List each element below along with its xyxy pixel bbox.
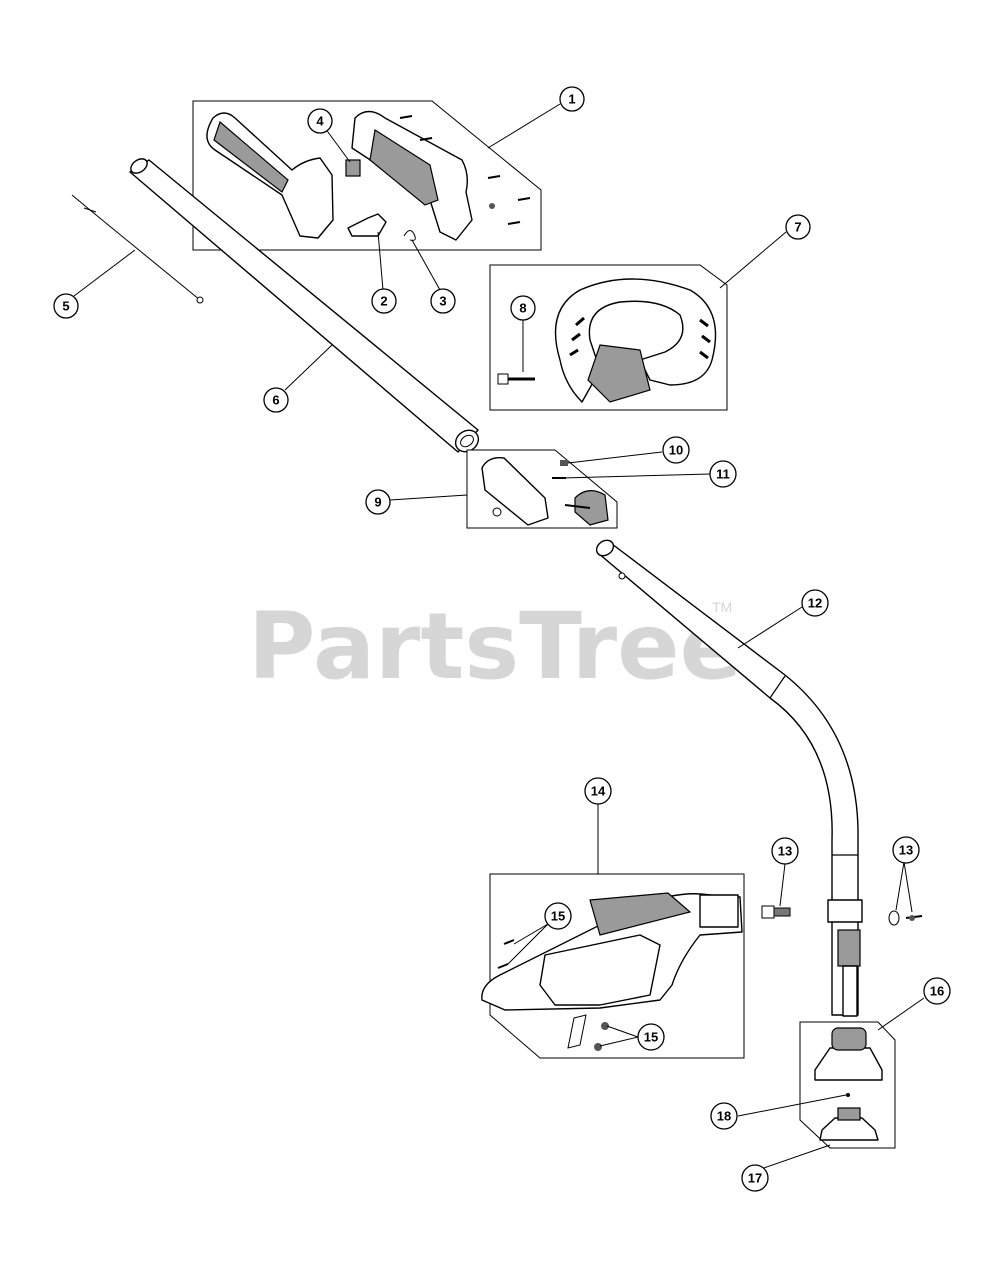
throttle-cable — [71, 194, 204, 304]
bolt-part-13-left — [761, 905, 791, 919]
coupler-nut — [492, 507, 502, 517]
housing-interior — [369, 129, 439, 206]
screw-part-10 — [560, 460, 568, 466]
callout-15-top: 15 — [544, 902, 572, 930]
bump-knob-cap — [837, 1107, 861, 1121]
knob-screw — [564, 504, 591, 509]
upper-shaft-tube — [129, 158, 480, 453]
svg-text:1: 1 — [568, 92, 575, 107]
trigger-part-2 — [347, 213, 387, 237]
guard-mount — [699, 894, 739, 928]
callout-18: 18 — [710, 1102, 738, 1130]
coupler-knob — [574, 490, 609, 526]
rear-grip-shading — [213, 120, 289, 193]
callout-1: 1 — [559, 86, 585, 112]
leader-lines — [73, 103, 925, 1171]
spool-hub — [831, 1027, 867, 1051]
callout-14: 14 — [584, 777, 612, 805]
switch-part-4 — [345, 159, 361, 177]
callout-5: 5 — [53, 293, 79, 319]
watermark-tm: TM — [712, 599, 732, 615]
svg-text:6: 6 — [272, 393, 279, 408]
svg-text:13: 13 — [778, 844, 792, 859]
callout-13-left: 13 — [771, 837, 799, 865]
guard-inner-face — [539, 934, 661, 1006]
svg-text:14: 14 — [591, 784, 606, 799]
coupler-body — [481, 457, 549, 526]
svg-text:4: 4 — [316, 114, 324, 129]
callout-4: 4 — [307, 108, 333, 134]
handle-housing-assembly[interactable] — [192, 100, 542, 251]
svg-text:2: 2 — [380, 294, 387, 309]
svg-text:15: 15 — [551, 909, 565, 924]
callout-9: 9 — [365, 489, 391, 515]
svg-text:16: 16 — [930, 984, 944, 999]
svg-text:13: 13 — [899, 843, 913, 858]
callout-8: 8 — [510, 295, 536, 321]
washer-screw-part-13-right — [888, 910, 923, 926]
spring-part-3 — [403, 230, 416, 241]
callout-11: 11 — [709, 460, 737, 488]
svg-text:10: 10 — [669, 443, 683, 458]
bolt-part-8 — [497, 373, 535, 385]
guard-top-shading — [589, 892, 692, 936]
callout-10: 10 — [662, 436, 690, 464]
callout-16: 16 — [923, 977, 951, 1005]
guard-assembly[interactable] — [481, 873, 745, 1059]
drive-shaft-end — [842, 965, 858, 1017]
assist-handle-grip-ridges — [569, 316, 711, 360]
svg-text:3: 3 — [439, 294, 446, 309]
lower-curved-shaft — [595, 539, 863, 1017]
svg-text:15: 15 — [644, 1030, 658, 1045]
callout-15-bottom: 15 — [637, 1023, 665, 1051]
watermark-text: PartsTree — [248, 593, 742, 700]
svg-text:5: 5 — [62, 299, 69, 314]
shaft-gear-head — [837, 929, 861, 967]
guard-fasteners-part-15 — [497, 939, 609, 1051]
housing-screws — [399, 115, 531, 225]
svg-text:7: 7 — [794, 220, 801, 235]
bump-knob-part-17 — [819, 1117, 879, 1141]
callout-13-right: 13 — [892, 836, 920, 864]
assist-handle-assembly[interactable] — [489, 264, 728, 411]
trimmer-head-assembly[interactable] — [799, 1021, 896, 1149]
callout-17: 17 — [741, 1164, 769, 1192]
spool-housing-top — [814, 1047, 883, 1081]
watermark: PartsTree TM — [248, 593, 742, 700]
svg-text:18: 18 — [717, 1109, 731, 1124]
callout-7: 7 — [785, 214, 811, 240]
spool-part-18 — [846, 1093, 850, 1097]
shaft-clamp — [827, 899, 863, 923]
svg-text:12: 12 — [808, 596, 822, 611]
callout-6: 6 — [263, 387, 289, 413]
svg-text:11: 11 — [716, 467, 730, 482]
svg-text:9: 9 — [374, 495, 381, 510]
svg-text:8: 8 — [519, 301, 526, 316]
coupler-assembly[interactable] — [466, 449, 618, 529]
assist-handle-clamp — [587, 344, 651, 403]
callout-12: 12 — [801, 589, 829, 617]
callout-2: 2 — [371, 288, 397, 314]
callout-3: 3 — [430, 288, 456, 314]
svg-text:17: 17 — [748, 1171, 762, 1186]
